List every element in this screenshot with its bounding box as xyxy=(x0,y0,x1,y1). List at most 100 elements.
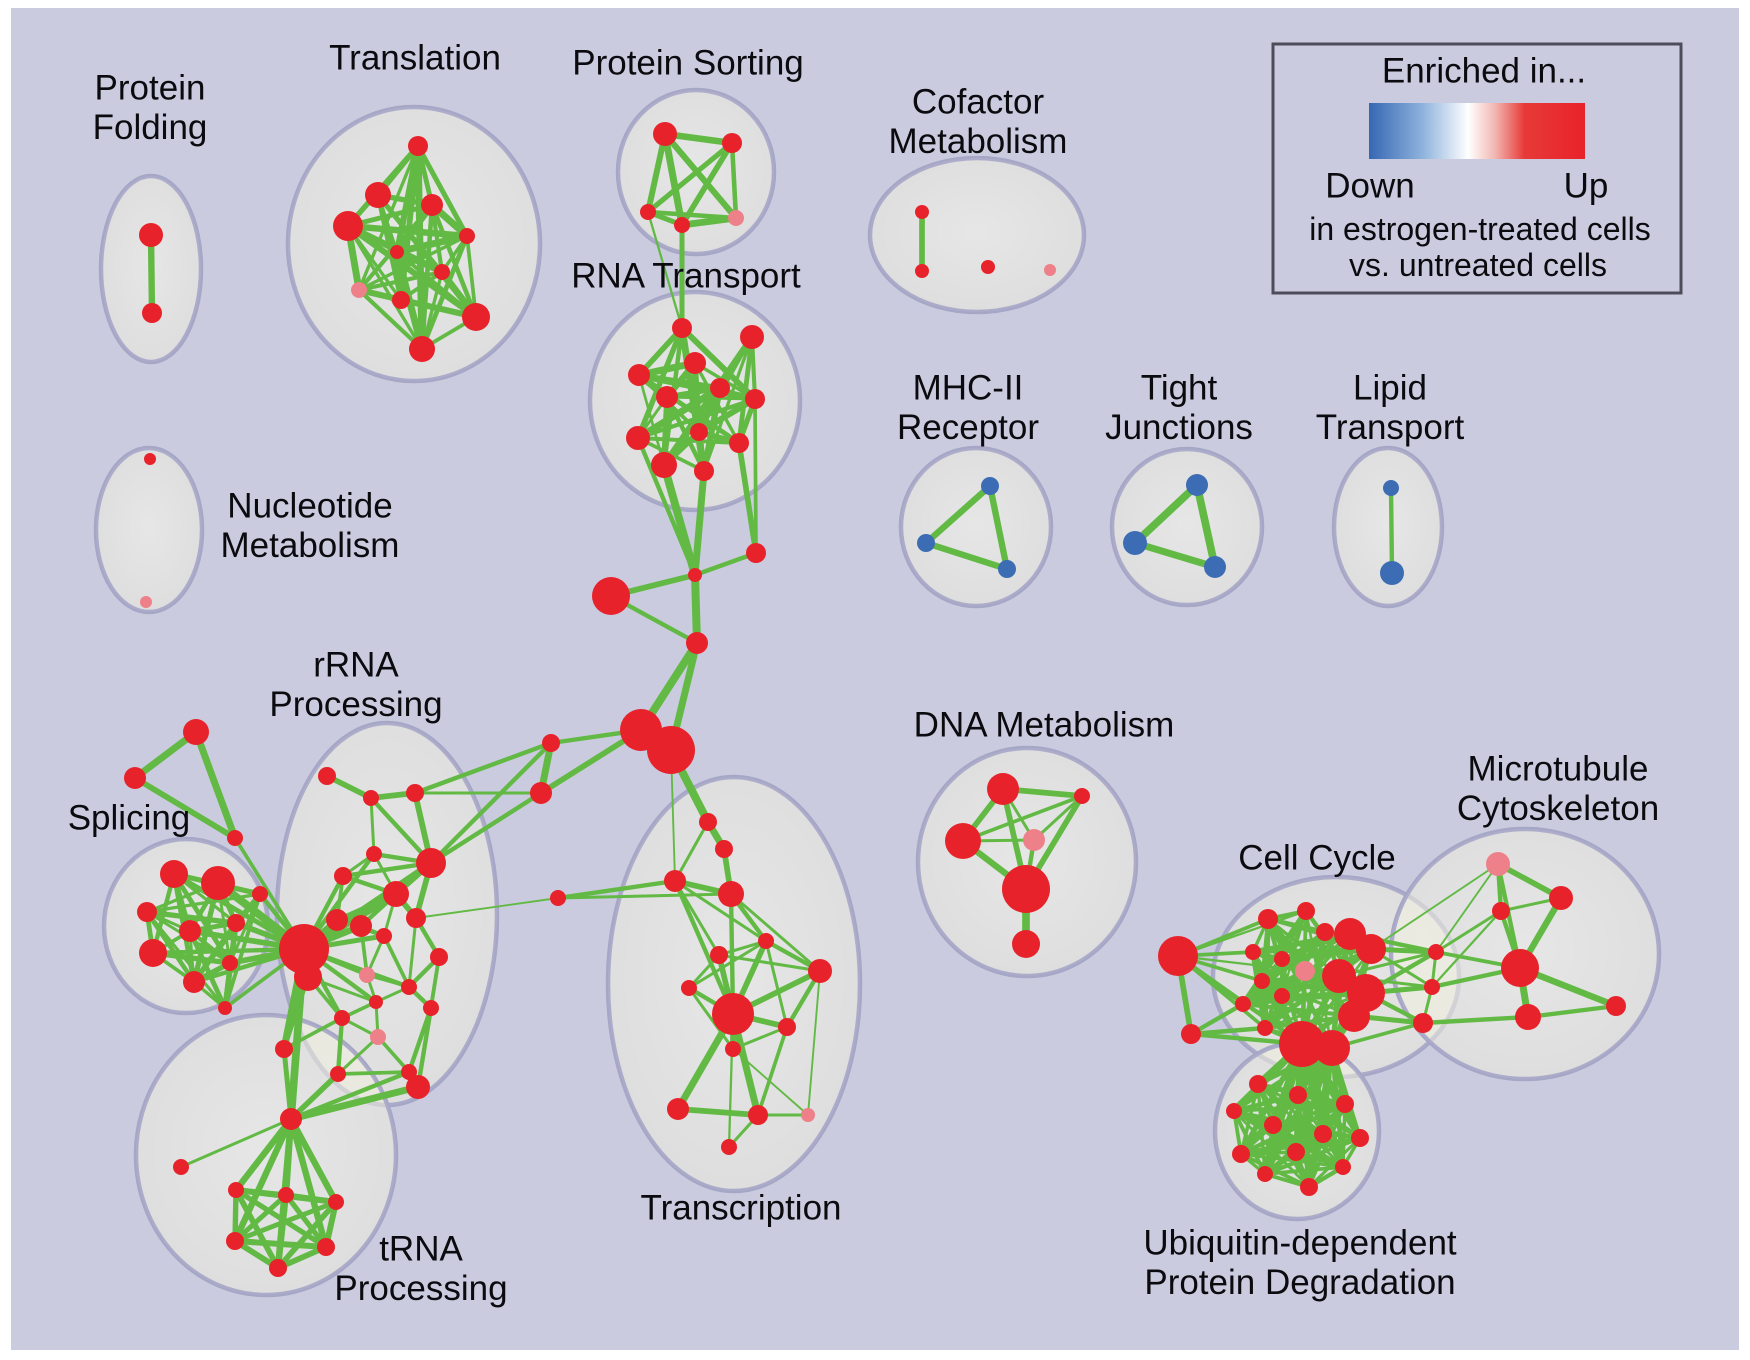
node-w1[interactable] xyxy=(740,325,764,349)
node-w6[interactable] xyxy=(745,389,765,409)
node-q1[interactable] xyxy=(173,1159,189,1175)
node-c7[interactable] xyxy=(530,782,552,804)
node-g18[interactable] xyxy=(1314,1030,1350,1066)
node-p1[interactable] xyxy=(201,866,235,900)
node-c6[interactable] xyxy=(542,734,560,752)
node-g16[interactable] xyxy=(1338,1000,1370,1032)
node-k1[interactable] xyxy=(1424,979,1440,995)
node-m4[interactable] xyxy=(1515,1004,1541,1030)
node-u8[interactable] xyxy=(1287,1143,1305,1161)
node-v1[interactable] xyxy=(365,182,391,208)
node-g2[interactable] xyxy=(1258,909,1278,929)
node-b0[interactable] xyxy=(981,477,999,495)
node-r15[interactable] xyxy=(423,1000,439,1016)
node-g10[interactable] xyxy=(1257,1020,1273,1036)
node-p3[interactable] xyxy=(179,920,201,942)
node-g8[interactable] xyxy=(1274,988,1290,1004)
node-w9[interactable] xyxy=(729,433,749,453)
node-d1[interactable] xyxy=(1074,788,1090,804)
node-m2[interactable] xyxy=(1492,902,1510,920)
node-l0[interactable] xyxy=(1383,480,1399,496)
node-j0[interactable] xyxy=(1186,474,1208,496)
node-t9[interactable] xyxy=(778,1018,796,1036)
node-ps3[interactable] xyxy=(674,217,690,233)
node-r10[interactable] xyxy=(376,928,392,944)
node-u10[interactable] xyxy=(1335,1159,1351,1175)
node-c0[interactable] xyxy=(746,543,766,563)
node-q2[interactable] xyxy=(228,1182,244,1198)
node-t4[interactable] xyxy=(758,933,774,949)
node-v4[interactable] xyxy=(459,228,475,244)
node-g7[interactable] xyxy=(1254,973,1270,989)
node-p5[interactable] xyxy=(222,955,238,971)
node-v0[interactable] xyxy=(408,136,428,156)
node-r11[interactable] xyxy=(430,948,448,966)
node-f1[interactable] xyxy=(915,264,929,278)
node-g13[interactable] xyxy=(1356,934,1386,964)
node-d5[interactable] xyxy=(1012,930,1040,958)
node-r2[interactable] xyxy=(406,784,424,802)
node-p2[interactable] xyxy=(137,902,157,922)
node-w11[interactable] xyxy=(694,461,714,481)
node-c1[interactable] xyxy=(688,568,702,582)
node-q5[interactable] xyxy=(226,1232,244,1250)
node-w4[interactable] xyxy=(710,378,730,398)
node-r8[interactable] xyxy=(350,915,372,937)
node-w3[interactable] xyxy=(628,364,650,386)
node-j1[interactable] xyxy=(1123,531,1147,555)
node-n0[interactable] xyxy=(144,453,156,465)
node-w7[interactable] xyxy=(690,423,708,441)
node-r5[interactable] xyxy=(334,867,352,885)
node-q7[interactable] xyxy=(269,1259,287,1277)
node-m3[interactable] xyxy=(1501,949,1539,987)
node-ps2[interactable] xyxy=(640,204,656,220)
node-u9[interactable] xyxy=(1257,1166,1273,1182)
node-pf1[interactable] xyxy=(142,303,162,323)
node-w5[interactable] xyxy=(656,386,678,408)
node-m0[interactable] xyxy=(1486,852,1510,876)
node-t12[interactable] xyxy=(748,1105,768,1125)
node-pf0[interactable] xyxy=(139,223,163,247)
node-t1[interactable] xyxy=(715,840,733,858)
node-v2[interactable] xyxy=(421,194,443,216)
node-v8[interactable] xyxy=(392,291,410,309)
node-v9[interactable] xyxy=(462,303,490,331)
node-g6[interactable] xyxy=(1295,961,1315,981)
node-t8[interactable] xyxy=(712,993,754,1035)
node-r20[interactable] xyxy=(401,1064,417,1080)
node-p4[interactable] xyxy=(139,939,167,967)
node-v5[interactable] xyxy=(390,245,404,259)
node-r13[interactable] xyxy=(401,979,417,995)
node-t6[interactable] xyxy=(808,959,832,983)
node-u2[interactable] xyxy=(1226,1103,1242,1119)
node-w0[interactable] xyxy=(672,318,692,338)
node-s1[interactable] xyxy=(124,767,146,789)
node-s0[interactable] xyxy=(183,719,209,745)
node-d2[interactable] xyxy=(945,823,981,859)
node-t13[interactable] xyxy=(801,1108,815,1122)
node-c3[interactable] xyxy=(686,632,708,654)
node-t3[interactable] xyxy=(718,881,744,907)
node-q3[interactable] xyxy=(278,1187,294,1203)
node-u3[interactable] xyxy=(1336,1095,1354,1113)
node-t7[interactable] xyxy=(681,980,697,996)
node-u4[interactable] xyxy=(1264,1116,1282,1134)
node-u5[interactable] xyxy=(1314,1125,1332,1143)
node-b2[interactable] xyxy=(998,560,1016,578)
node-r21[interactable] xyxy=(406,1075,430,1099)
node-t2[interactable] xyxy=(664,870,686,892)
node-u1[interactable] xyxy=(1289,1086,1307,1104)
node-d0[interactable] xyxy=(987,773,1019,805)
node-r6[interactable] xyxy=(383,881,409,907)
node-g1[interactable] xyxy=(1181,1024,1201,1044)
node-w10[interactable] xyxy=(651,452,677,478)
node-r7[interactable] xyxy=(326,909,348,931)
node-g14[interactable] xyxy=(1322,959,1356,993)
node-d4[interactable] xyxy=(1002,865,1050,913)
node-n1[interactable] xyxy=(140,596,152,608)
node-g3[interactable] xyxy=(1297,902,1315,920)
node-f2[interactable] xyxy=(981,260,995,274)
node-s2[interactable] xyxy=(227,830,243,846)
node-v10[interactable] xyxy=(409,336,435,362)
node-q4[interactable] xyxy=(328,1194,344,1210)
